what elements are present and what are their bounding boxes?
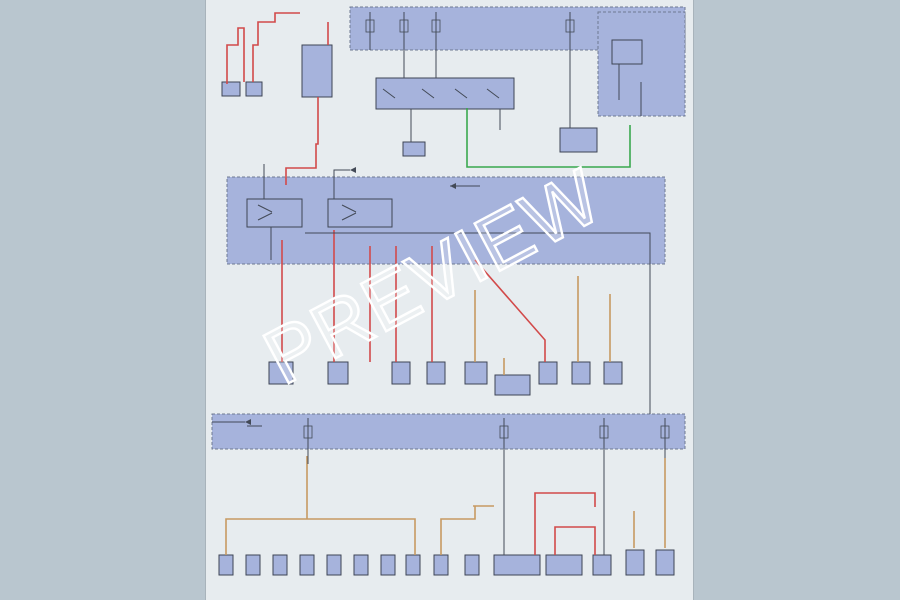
load-box-3 (391, 361, 411, 385)
load-box-2 (327, 361, 349, 385)
injector-box-4 (299, 554, 315, 576)
fuse-block-upper-left (301, 44, 333, 98)
ecm-module-box (545, 554, 583, 576)
starter-motor-box (245, 81, 263, 97)
wiring-diagram-page: PREVIEW (206, 0, 693, 600)
main-relay-box (246, 198, 303, 228)
load-box-6 (494, 374, 531, 396)
sensor-box-b (464, 554, 480, 576)
fuel-pump-relay-box (327, 198, 393, 228)
load-box-9 (603, 361, 623, 385)
load-box-5 (464, 361, 488, 385)
bottom-fuse-zone (211, 413, 686, 450)
sensor-box-a (433, 554, 449, 576)
load-box-8 (571, 361, 591, 385)
injector-box-2 (245, 554, 261, 576)
injector-box-6 (353, 554, 369, 576)
o2-sensor-box-2 (655, 549, 675, 576)
injector-box-5 (326, 554, 342, 576)
wiring-diagram: PREVIEW (211, 6, 686, 576)
load-box-1 (268, 361, 294, 385)
evap-canister-box (493, 554, 541, 576)
starter-relay-box (221, 81, 241, 97)
injector-box-3 (272, 554, 288, 576)
o2-sensor-box-1 (625, 549, 645, 576)
load-box-4 (426, 361, 446, 385)
ecm-sensor-box (592, 554, 612, 576)
injector-box-7 (380, 554, 396, 576)
load-box-7 (538, 361, 558, 385)
injector-box-8 (405, 554, 421, 576)
ignition-switch-box (375, 77, 515, 110)
engine-control-module-box (402, 141, 426, 157)
injector-box-1 (218, 554, 234, 576)
relay-box-top-right (611, 39, 643, 65)
power-distribution-relay-box (559, 127, 598, 153)
